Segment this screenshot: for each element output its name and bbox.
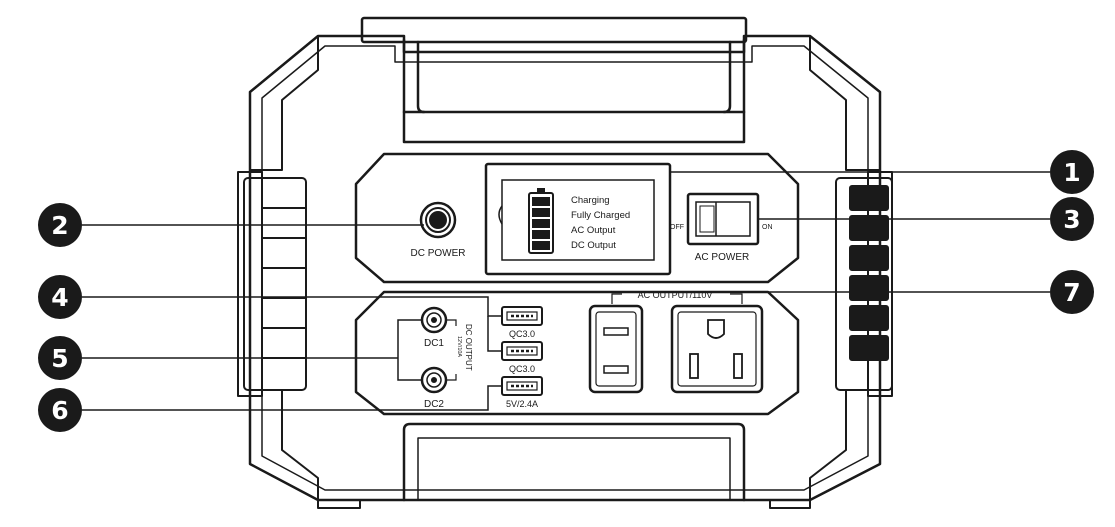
ac-outlet-two-prong[interactable] bbox=[588, 304, 644, 394]
usb-port-qc3-middle[interactable] bbox=[501, 341, 543, 361]
ac-power-on-label: ON bbox=[762, 224, 773, 231]
bottom-recess bbox=[402, 422, 746, 502]
callout-5: 5 bbox=[38, 336, 82, 380]
svg-text:5: 5 bbox=[51, 344, 68, 373]
left-side-grip bbox=[237, 171, 307, 397]
usb-port-qc3-top[interactable] bbox=[501, 306, 543, 326]
callout-4: 4 bbox=[38, 275, 82, 319]
dc-output-bracket bbox=[446, 319, 457, 381]
dc-output-spec: 12V/10A bbox=[456, 336, 462, 357]
lower-output-panel bbox=[354, 290, 800, 416]
battery-icon bbox=[528, 188, 554, 254]
dc-output-title: DC OUTPUT bbox=[464, 324, 473, 371]
top-handle bbox=[360, 16, 748, 144]
usb-label-qc3-middle: QC3.0 bbox=[509, 364, 535, 374]
display-line-dc-output: DC Output bbox=[571, 240, 616, 251]
usb-label-5v: 5V/2.4A bbox=[506, 399, 538, 409]
ac-power-label: AC POWER bbox=[695, 252, 749, 263]
dc-power-input-port[interactable] bbox=[419, 201, 457, 239]
upper-control-panel bbox=[354, 152, 800, 284]
ac-outlet-three-prong[interactable] bbox=[670, 304, 764, 394]
svg-text:7: 7 bbox=[1063, 278, 1080, 307]
lcd-display bbox=[484, 162, 672, 276]
callout-3: 3 bbox=[1050, 197, 1094, 241]
leader-line-4b bbox=[487, 316, 502, 352]
svg-text:6: 6 bbox=[51, 396, 68, 425]
dc2-label: DC2 bbox=[424, 399, 444, 410]
svg-text:2: 2 bbox=[51, 211, 68, 240]
callout-2: 2 bbox=[38, 203, 82, 247]
usb-port-5v[interactable] bbox=[501, 376, 543, 396]
callout-7: 7 bbox=[1050, 270, 1094, 314]
display-line-charging: Charging bbox=[571, 195, 610, 206]
leader-line-4 bbox=[82, 296, 502, 317]
leader-line-6 bbox=[82, 385, 502, 411]
ac-power-off-label: OFF bbox=[670, 224, 684, 231]
ac-output-label: AC OUTPUT/110V bbox=[638, 290, 713, 300]
usb-label-qc3-top: QC3.0 bbox=[509, 329, 535, 339]
ac-output-bracket bbox=[611, 293, 743, 304]
svg-text:4: 4 bbox=[51, 283, 68, 312]
ac-power-switch[interactable] bbox=[686, 192, 760, 246]
svg-text:1: 1 bbox=[1063, 158, 1080, 187]
dc1-output-port[interactable] bbox=[420, 306, 448, 334]
dc1-label: DC1 bbox=[424, 338, 444, 349]
device-body bbox=[248, 34, 882, 509]
svg-text:3: 3 bbox=[1063, 205, 1080, 234]
display-line-ac-output: AC Output bbox=[571, 225, 616, 236]
callout-6: 6 bbox=[38, 388, 82, 432]
dc-power-label: DC POWER bbox=[411, 248, 466, 259]
dc2-output-port[interactable] bbox=[420, 366, 448, 394]
display-line-fully-charged: Fully Charged bbox=[571, 210, 630, 221]
leader-lines bbox=[82, 171, 1050, 411]
leader-line-5-bracket bbox=[397, 319, 422, 381]
callout-1: 1 bbox=[1050, 150, 1094, 194]
right-side-grip bbox=[835, 171, 893, 397]
